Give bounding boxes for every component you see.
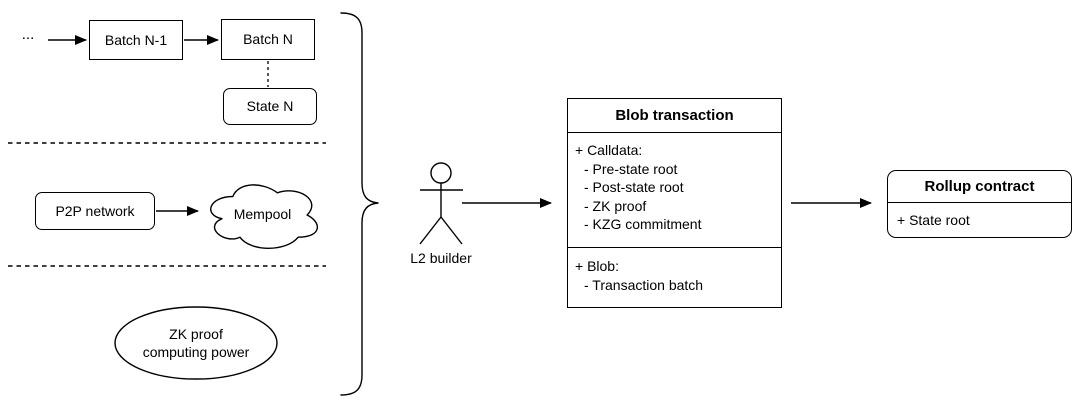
zk-power-ellipse-shape (114, 306, 278, 380)
blob-item: - Transaction batch (584, 276, 704, 293)
calldata-header: + Calldata: (575, 142, 643, 158)
blob-transaction-calldata-section: + Calldata: - Pre-state root - Post-stat… (568, 133, 781, 248)
zk-power-label-line1: ZK proof (169, 326, 223, 342)
calldata-item: - Pre-state root (584, 160, 678, 177)
stick-figure-head (430, 162, 452, 184)
stick-figure-right-leg (440, 216, 463, 245)
rollup-contract-title: Rollup contract (888, 171, 1071, 203)
node-state-n: State N (223, 88, 317, 125)
calldata-item: - ZK proof (584, 197, 647, 214)
zk-power-label: ZK proof computing power (116, 307, 276, 379)
stick-figure-left-leg (419, 216, 442, 245)
calldata-item: - KZG commitment (584, 216, 702, 232)
node-batch-n-1: Batch N-1 (89, 20, 183, 60)
mempool-label: Mempool (233, 206, 292, 222)
l2-builder-label: L2 builder (410, 250, 472, 266)
blob-transaction-blob-section: + Blob: - Transaction batch (568, 248, 781, 307)
node-p2p-network: P2P network (35, 192, 155, 230)
node-rollup-contract: Rollup contract + State root (887, 170, 1072, 238)
node-batch-n-1-label: Batch N-1 (104, 31, 168, 48)
blob-transaction-title: Blob transaction (568, 99, 781, 133)
zk-power-label-line2: computing power (142, 344, 250, 360)
l2-builder-figure (419, 162, 463, 245)
grouping-brace (340, 12, 379, 396)
chain-ellipsis: ... (21, 26, 35, 43)
node-p2p-network-label: P2P network (55, 202, 135, 219)
node-batch-n: Batch N (221, 19, 315, 60)
node-state-n-label: State N (246, 98, 294, 114)
blob-header: + Blob: (575, 258, 619, 274)
rollup-contract-field: + State root (897, 212, 970, 228)
node-blob-transaction: Blob transaction + Calldata: - Pre-state… (567, 98, 782, 308)
calldata-item: - Post-state root (584, 179, 684, 195)
mempool-cloud-shape (210, 184, 318, 249)
node-batch-n-label: Batch N (243, 31, 293, 47)
